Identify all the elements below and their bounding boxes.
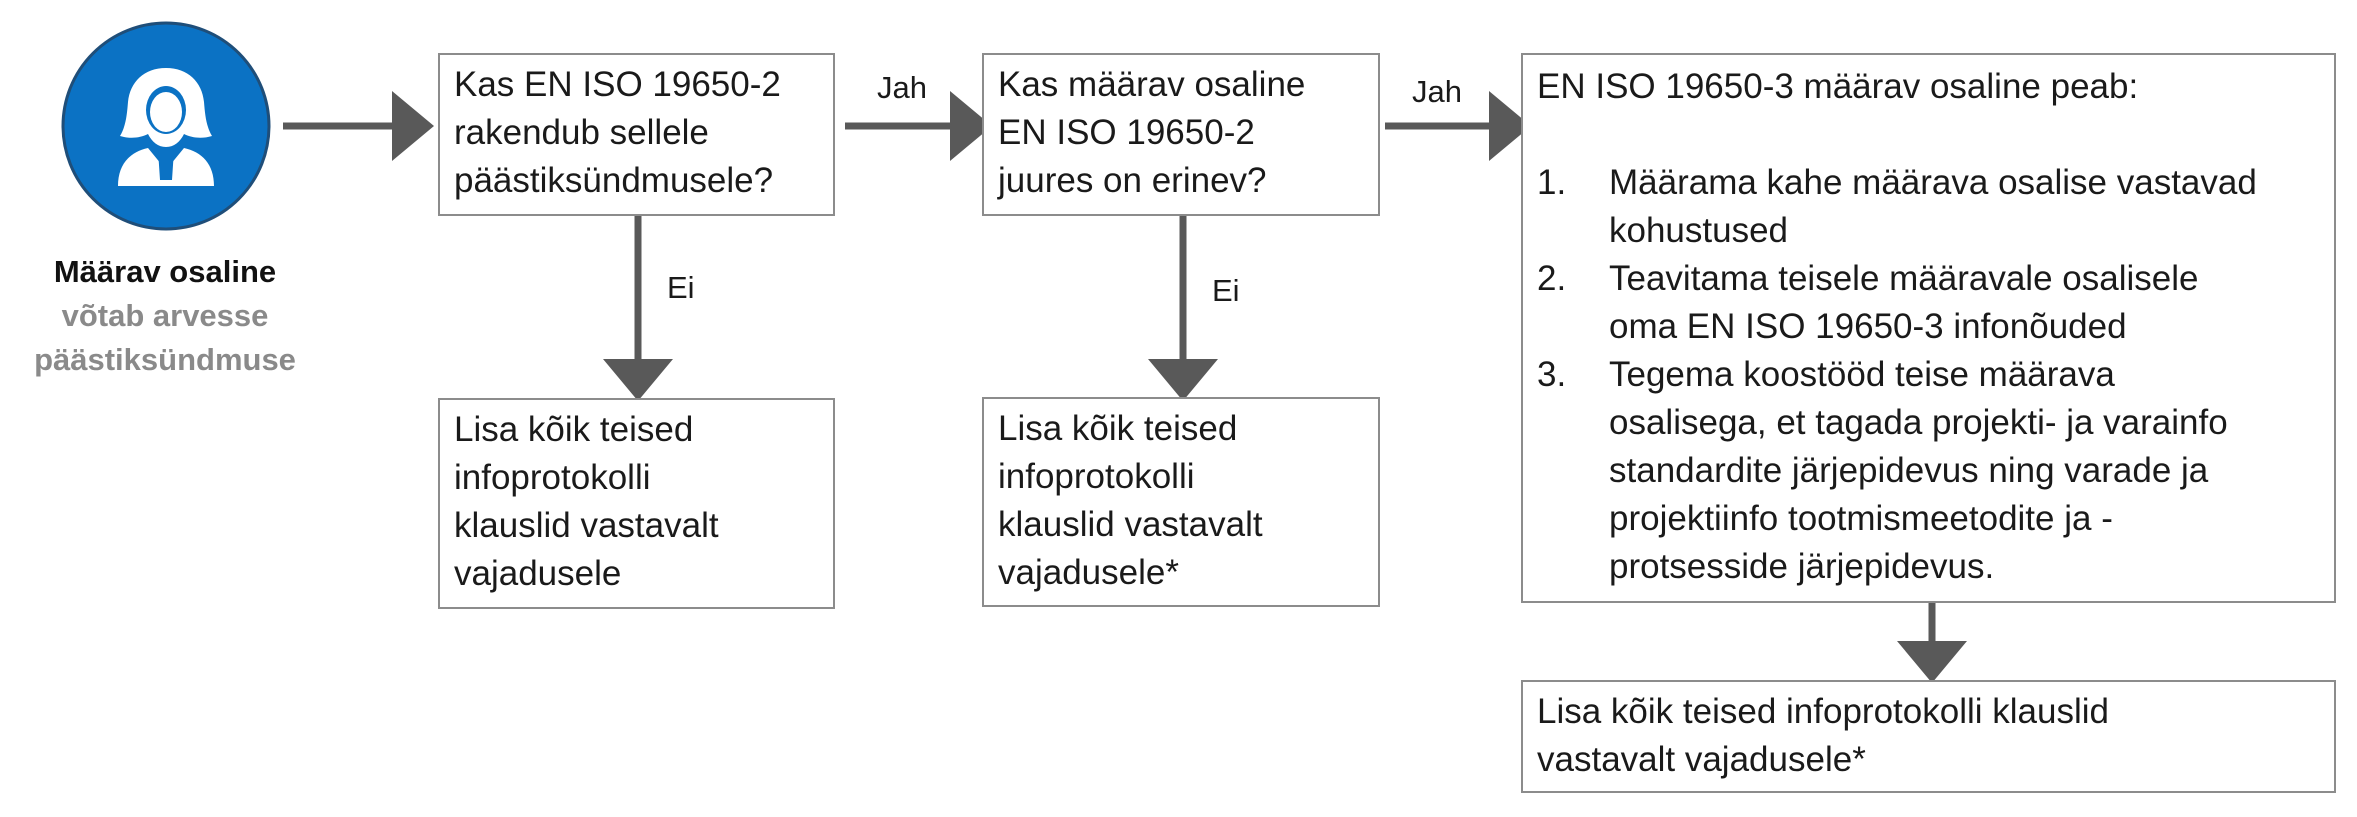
requirements-title: EN ISO 19650-3 määrav osaline peab: bbox=[1537, 67, 2139, 106]
requirement-item: 3. Tegema koostööd teise määrava osalise… bbox=[1537, 351, 2320, 591]
requirement-item: 1. Määrama kahe määrava osalise vastavad… bbox=[1537, 159, 2320, 255]
no-result2-line: infoprotokolli bbox=[998, 457, 1195, 496]
requirement-line: osalisega, et tagada projekti- ja varain… bbox=[1609, 403, 2228, 442]
q1-yes-label: Jah bbox=[877, 70, 927, 105]
no-result2-line: klauslid vastavalt bbox=[998, 505, 1263, 544]
actor-caption-title: Määrav osaline bbox=[53, 254, 277, 289]
q2-yes-label: Jah bbox=[1412, 74, 1462, 109]
actor-caption: Määrav osaline võtab arvesse päästiksünd… bbox=[10, 250, 320, 382]
question1-box: Kas EN ISO 19650-2 rakendub sellele pääs… bbox=[438, 53, 835, 216]
requirement-line: protsesside järjepidevus. bbox=[1609, 547, 1995, 586]
question2-line: juures on erinev? bbox=[998, 161, 1267, 200]
final-result-line: vastavalt vajadusele* bbox=[1537, 740, 1866, 779]
no-result1-line: Lisa kõik teised bbox=[454, 410, 694, 449]
requirement-line: Tegema koostööd teise määrava bbox=[1609, 355, 2115, 394]
requirement-line: kohustused bbox=[1609, 211, 1789, 250]
no-result2-box: Lisa kõik teised infoprotokolli klauslid… bbox=[982, 397, 1380, 607]
requirement-line: projektiinfo tootmismeetodite ja - bbox=[1609, 499, 2113, 538]
requirement-line: standardite järjepidevus ning varade ja bbox=[1609, 451, 2209, 490]
no-result2-line: Lisa kõik teised bbox=[998, 409, 1238, 448]
requirement-number: 1. bbox=[1537, 163, 1567, 202]
final-result-line: Lisa kõik teised infoprotokolli klauslid bbox=[1537, 692, 2109, 731]
requirement-line: Teavitama teisele määravale osalisele bbox=[1609, 259, 2199, 298]
user-female-icon bbox=[118, 68, 214, 186]
question2-box: Kas määrav osaline EN ISO 19650-2 juures… bbox=[982, 53, 1380, 216]
requirement-number: 3. bbox=[1537, 355, 1567, 394]
q2-no-label: Ei bbox=[1212, 273, 1240, 308]
question2-line: EN ISO 19650-2 bbox=[998, 113, 1255, 152]
question1-line: päästiksündmusele? bbox=[454, 161, 774, 200]
requirements-list: 1. Määrama kahe määrava osalise vastavad… bbox=[1537, 159, 2320, 591]
no-result1-box: Lisa kõik teised infoprotokolli klauslid… bbox=[438, 398, 835, 609]
requirement-item: 2. Teavitama teisele määravale osalisele… bbox=[1537, 255, 2320, 351]
no-result1-line: klauslid vastavalt bbox=[454, 506, 719, 545]
no-result1-line: infoprotokolli bbox=[454, 458, 651, 497]
actor-caption-line2: võtab arvesse bbox=[61, 298, 269, 333]
actor-caption-line3: päästiksündmuse bbox=[34, 342, 296, 377]
no-result2-line: vajadusele* bbox=[998, 553, 1179, 592]
requirement-line: Määrama kahe määrava osalise vastavad bbox=[1609, 163, 2257, 202]
q1-no-label: Ei bbox=[667, 270, 695, 305]
requirement-number: 2. bbox=[1537, 259, 1567, 298]
actor-avatar bbox=[61, 21, 271, 231]
question1-line: Kas EN ISO 19650-2 bbox=[454, 65, 781, 104]
final-result-box: Lisa kõik teised infoprotokolli klauslid… bbox=[1521, 680, 2336, 793]
requirements-box: EN ISO 19650-3 määrav osaline peab: 1. M… bbox=[1521, 53, 2336, 603]
no-result1-line: vajadusele bbox=[454, 554, 622, 593]
requirement-line: oma EN ISO 19650-3 infonõuded bbox=[1609, 307, 2127, 346]
question2-line: Kas määrav osaline bbox=[998, 65, 1306, 104]
question1-line: rakendub sellele bbox=[454, 113, 709, 152]
